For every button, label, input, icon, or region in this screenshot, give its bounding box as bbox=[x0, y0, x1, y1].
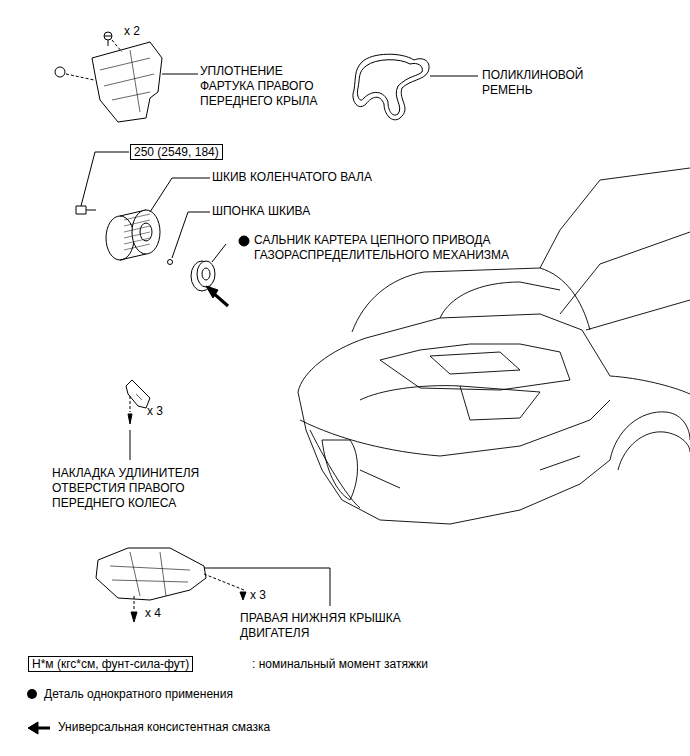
quantity-label: x 3 bbox=[147, 404, 163, 419]
part-label: ШПОНКА ШКИВА bbox=[212, 204, 310, 219]
pulley-key bbox=[168, 212, 211, 265]
wheel-pad bbox=[126, 380, 150, 460]
part-label: УПЛОТНЕНИЕ ФАРТУКА ПРАВОГО ПЕРЕДНЕГО КРЫ… bbox=[200, 64, 332, 109]
box-text: 250 (2549, 184) bbox=[134, 145, 219, 159]
quantity-label: x 4 bbox=[145, 606, 161, 621]
pulley-bolt bbox=[76, 152, 129, 214]
car-front bbox=[298, 168, 690, 524]
part-label: НАКЛАДКА УДЛИНИТЕЛЯ ОТВЕРСТИЯ ПРАВОГО ПЕ… bbox=[52, 466, 228, 511]
oil-seal bbox=[191, 236, 249, 306]
part-label: ПРАВАЯ НИЖНЯЯ КРЫШКА ДВИГАТЕЛЯ bbox=[240, 611, 408, 641]
quantity-label: x 3 bbox=[250, 588, 266, 603]
part-label: САЛЬНИК КАРТЕРА ЦЕПНОГО ПРИВОДА ГАЗОРАСП… bbox=[254, 233, 554, 263]
legend-text: Универсальная консистентная смазка bbox=[58, 720, 270, 735]
crank-pulley bbox=[106, 178, 210, 260]
torque-legend-box: Н*м (кгс*см, фунт-сила-фут) bbox=[28, 656, 193, 672]
quantity-label: x 2 bbox=[124, 24, 140, 39]
v-belt bbox=[353, 54, 478, 120]
legend-text: Деталь однократного применения bbox=[44, 687, 233, 702]
box-text: Н*м (кгс*см, фунт-сила-фут) bbox=[32, 657, 189, 671]
part-label: ПОЛИКЛИНОВОЙ РЕМЕНЬ bbox=[482, 68, 596, 98]
part-label: ШКИВ КОЛЕНЧАТОГО ВАЛА bbox=[212, 170, 372, 185]
engine-under-cover bbox=[96, 548, 330, 622]
single-use-mark bbox=[27, 689, 37, 699]
part-label: : номинальный момент затяжки bbox=[252, 657, 428, 672]
torque-box: 250 (2549, 184) bbox=[130, 144, 223, 160]
fender-seal bbox=[55, 32, 198, 122]
grease-arrow bbox=[28, 722, 50, 734]
